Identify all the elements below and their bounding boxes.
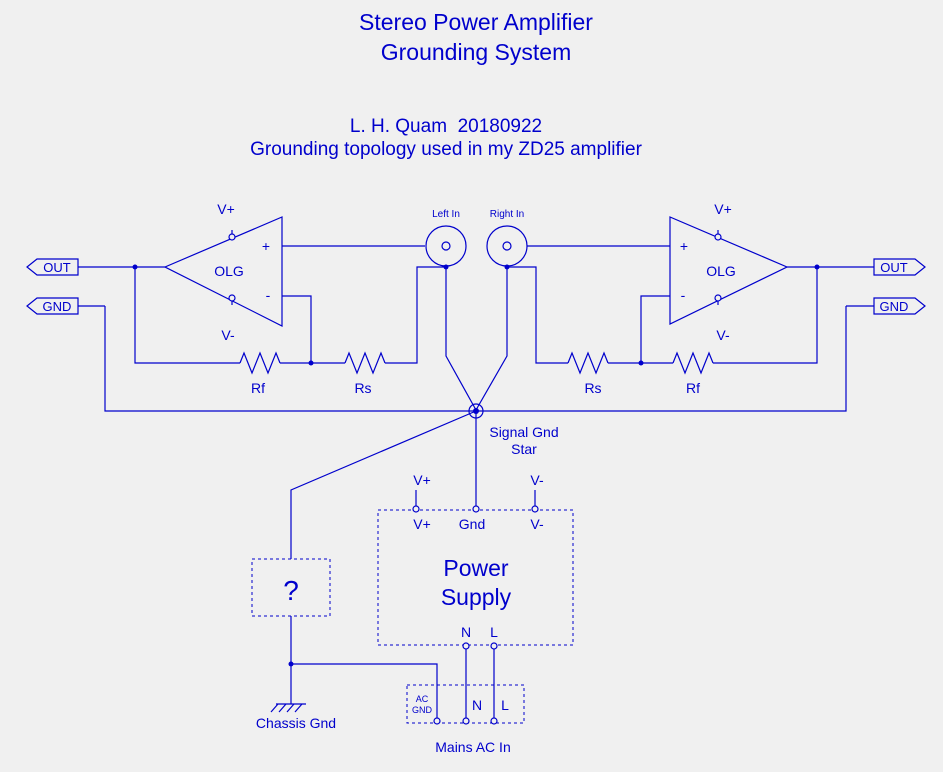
author-line: L. H. Quam 20180922 xyxy=(350,116,542,137)
power-supply-line-2: Supply xyxy=(441,584,512,610)
power-supply: Power Supply V+ V+ Gnd V- V- N L xyxy=(377,472,574,650)
right-amp-label: OLG xyxy=(706,263,736,279)
right-amp-vplus-pin xyxy=(714,233,722,241)
star-label-line-2: Star xyxy=(511,441,537,457)
left-amp-minus: - xyxy=(266,287,271,303)
left-amp-vminus-pin xyxy=(228,294,236,302)
ps-vminus-ext: V- xyxy=(530,472,544,488)
right-out-port: OUT xyxy=(873,258,926,276)
ps-vminus: V- xyxy=(530,516,544,532)
chassis-gnd-label: Chassis Gnd xyxy=(256,715,336,731)
mains-ac-in: AC GND N L xyxy=(406,684,525,725)
left-amp-plus: + xyxy=(262,238,270,254)
left-out-port: OUT xyxy=(26,258,79,276)
title-line-2: Grounding System xyxy=(381,39,571,65)
ps-l: L xyxy=(490,624,498,640)
mains-l-label: L xyxy=(501,697,509,713)
left-rf-label: Rf xyxy=(251,380,265,396)
right-amplifier: OLG + - V+ V- xyxy=(669,201,789,343)
right-amp-vminus: V- xyxy=(716,327,730,343)
mains-ac-in-label: Mains AC In xyxy=(435,739,510,755)
left-amp-vminus: V- xyxy=(221,327,235,343)
right-input-jack: Right In xyxy=(486,209,528,270)
right-rf-label: Rf xyxy=(686,380,700,396)
left-rs-label: Rs xyxy=(354,380,371,396)
unknown-box-label: ? xyxy=(283,575,299,606)
right-amp-plus: + xyxy=(680,238,688,254)
left-amp-vplus-pin xyxy=(228,233,236,241)
left-input-jack: Left In xyxy=(425,209,467,270)
mains-ac-label: AC xyxy=(416,694,429,704)
left-gnd-port: GND xyxy=(26,297,79,315)
ps-vplus-ext: V+ xyxy=(413,472,431,488)
ps-vplus: V+ xyxy=(413,516,431,532)
left-gnd-label: GND xyxy=(43,299,72,314)
right-gnd-label: GND xyxy=(880,299,909,314)
right-amp-vplus: V+ xyxy=(714,201,732,217)
right-amp-vminus-pin xyxy=(714,294,722,302)
subtitle: Grounding topology used in my ZD25 ampli… xyxy=(250,139,642,160)
left-amp-label: OLG xyxy=(214,263,244,279)
right-amp-minus: - xyxy=(681,287,686,303)
ps-n: N xyxy=(461,624,471,640)
unknown-ground-element: ? xyxy=(251,558,331,617)
title-line-1: Stereo Power Amplifier xyxy=(359,9,593,35)
left-out-label: OUT xyxy=(43,260,71,275)
right-in-label: Right In xyxy=(490,209,524,220)
star-label-line-1: Signal Gnd xyxy=(489,424,558,440)
left-in-label: Left In xyxy=(432,209,460,220)
left-amp-vplus: V+ xyxy=(217,201,235,217)
right-rs-label: Rs xyxy=(584,380,601,396)
left-amplifier: OLG + - V+ V- xyxy=(163,201,283,343)
right-out-label: OUT xyxy=(880,260,908,275)
ps-gnd: Gnd xyxy=(459,516,485,532)
right-gnd-port: GND xyxy=(873,297,926,315)
power-supply-line-1: Power xyxy=(443,555,509,581)
chassis-ground-icon xyxy=(270,703,306,713)
mains-n-label: N xyxy=(472,697,482,713)
mains-gnd-label: GND xyxy=(412,705,433,715)
